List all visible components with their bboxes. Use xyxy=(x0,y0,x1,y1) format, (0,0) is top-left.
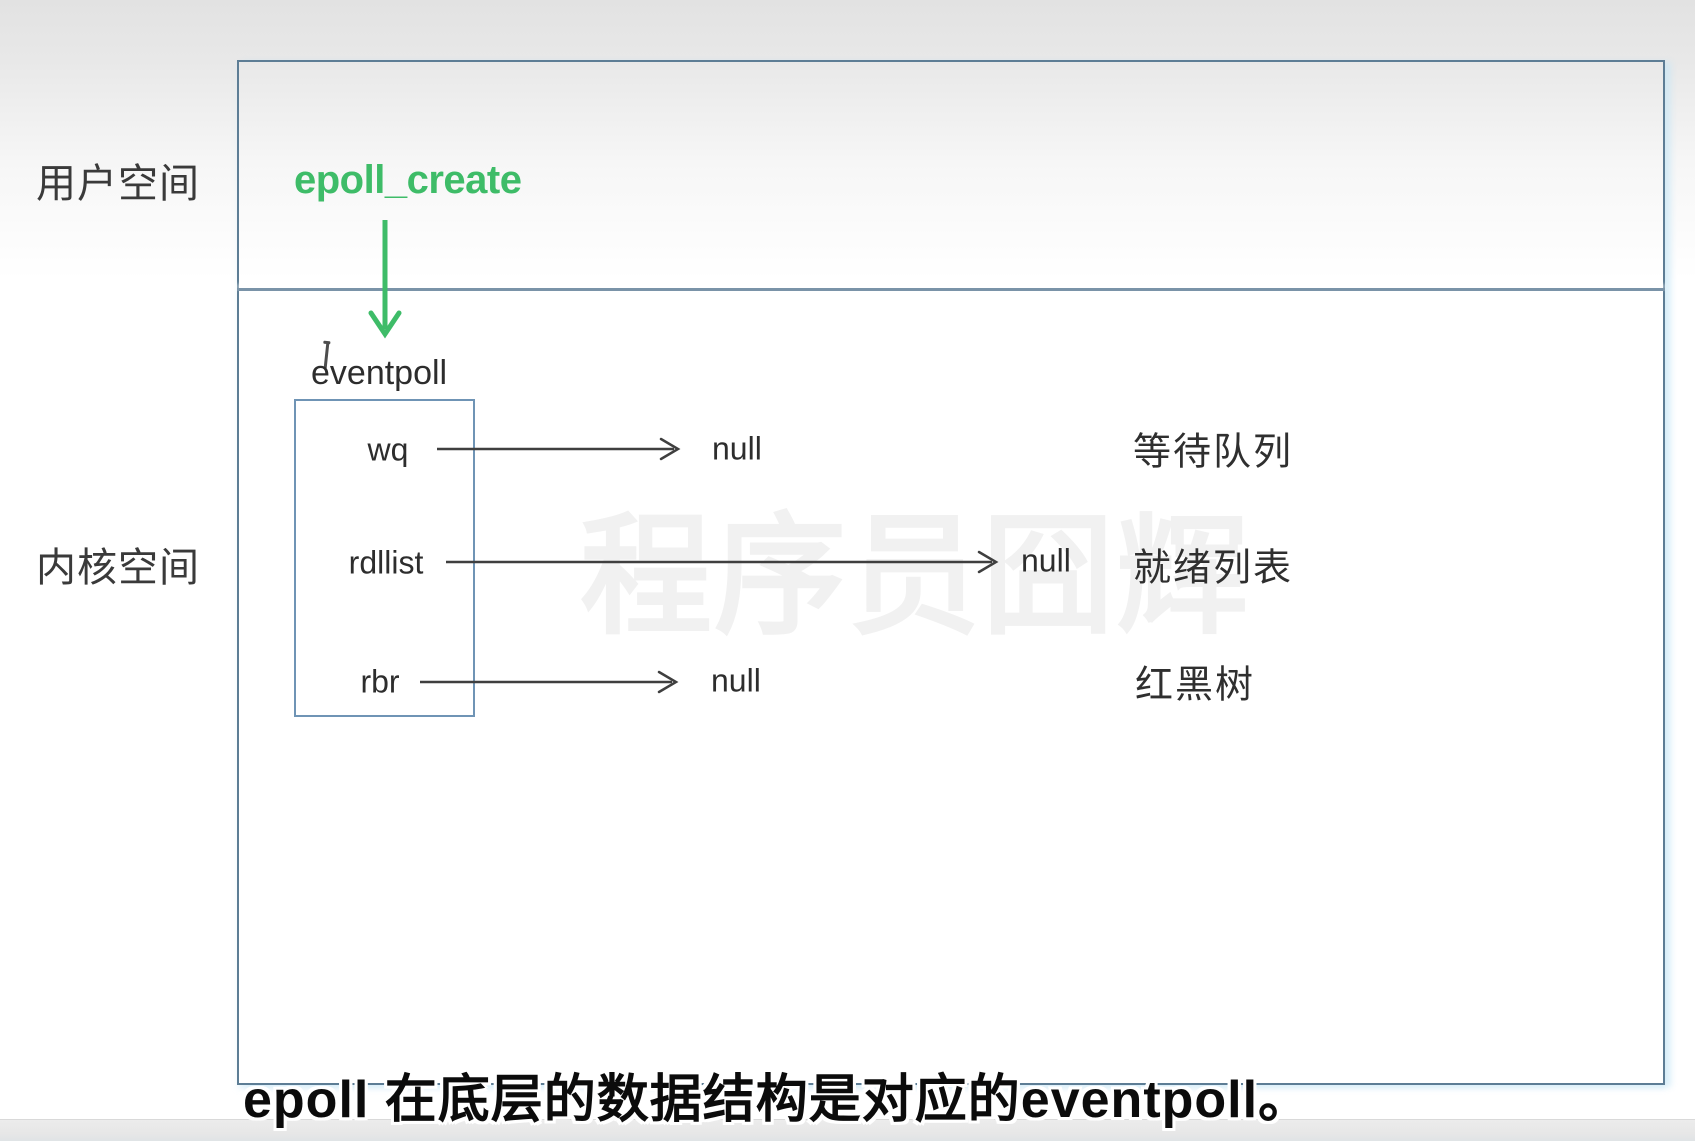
field-rbr: rbr xyxy=(360,663,400,700)
wq-pointer-arrow-icon xyxy=(437,437,681,461)
rbr-pointer-arrow-icon xyxy=(420,670,679,694)
eventpoll-label: eventpoll xyxy=(311,354,448,392)
arrow-head xyxy=(368,310,402,339)
rdllist-annotation: 就绪列表 xyxy=(1133,547,1294,590)
subtitle-caption: epoll 在底层的数据结构是对应的eventpoll。 xyxy=(243,1071,1312,1129)
eventpoll-struct-box xyxy=(294,399,475,717)
field-wq: wq xyxy=(367,431,409,468)
epoll-create-down-arrow-icon xyxy=(368,220,402,339)
rdllist-null-value: null xyxy=(1021,542,1071,579)
rbr-null-value: null xyxy=(711,662,761,699)
arrow-head xyxy=(659,437,681,461)
watermark: 程序员囧辉 xyxy=(580,503,1250,650)
arrow-head xyxy=(977,550,999,574)
bottom-strip xyxy=(0,1119,1695,1141)
epoll-create-label: epoll_create xyxy=(294,158,522,202)
address-space-box xyxy=(237,60,1665,1085)
wq-annotation: 等待队列 xyxy=(1133,431,1294,474)
field-rdllist: rdllist xyxy=(348,544,424,581)
rdllist-pointer-arrow-icon xyxy=(446,550,999,574)
user-kernel-divider xyxy=(237,288,1665,291)
rbr-annotation: 红黑树 xyxy=(1135,664,1256,707)
kernel-space-label: 内核空间 xyxy=(36,546,200,590)
arrow-head xyxy=(657,670,679,694)
wq-null-value: null xyxy=(712,430,762,467)
user-space-label: 用户空间 xyxy=(36,162,200,206)
